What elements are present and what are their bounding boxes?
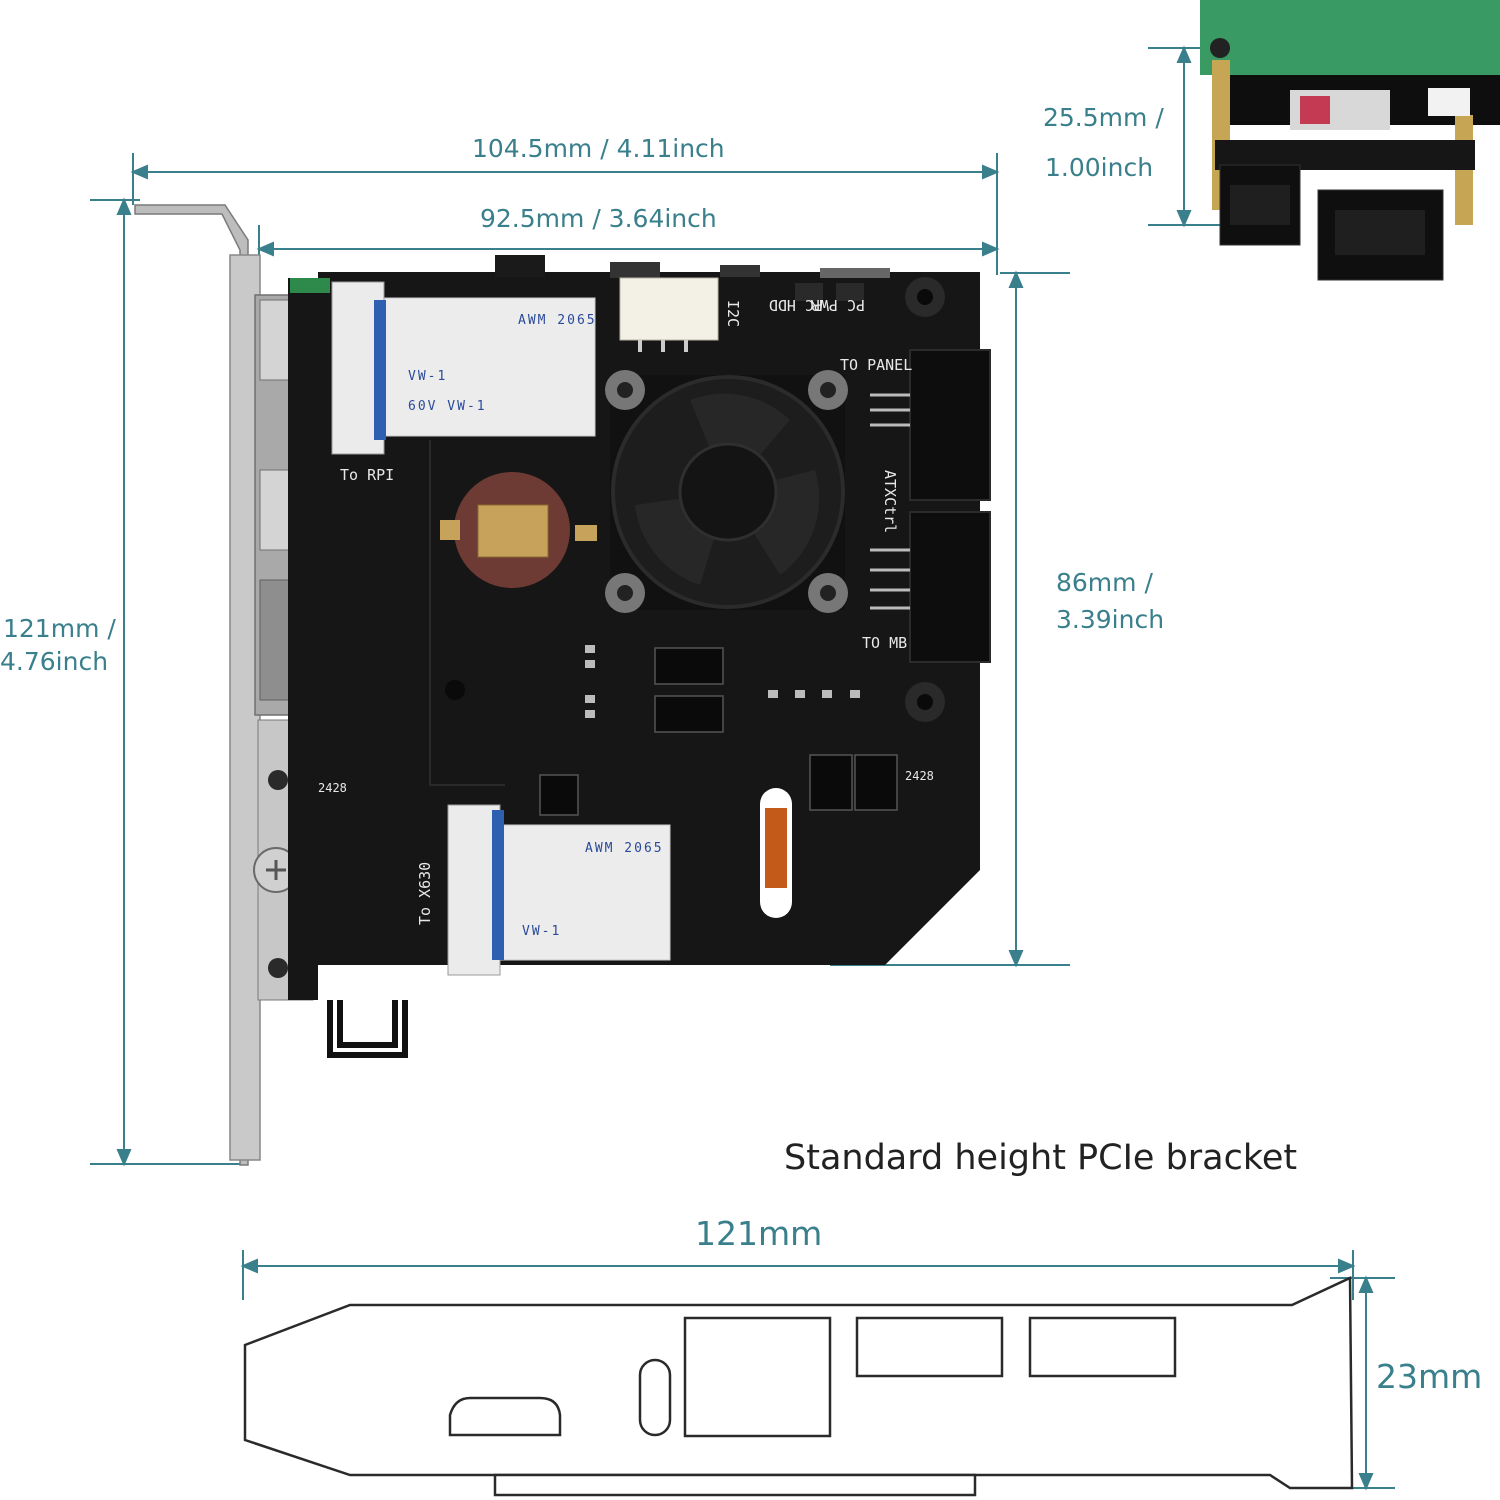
dim-bracket-depth: 23mm (1376, 1357, 1483, 1396)
label-i2c: I2C (724, 300, 742, 327)
label-board-code-2: 2428 (905, 769, 934, 783)
stacked-board-photo (1200, 0, 1500, 281)
ribbon-cable-top (379, 297, 596, 437)
cable-text-1: AWM 2065 (518, 313, 597, 328)
pcie-bracket (134, 204, 314, 1166)
atx-header-icon (870, 349, 991, 663)
dim-board-width: 92.5mm / 3.64inch (480, 204, 717, 233)
dim-bracket-length: 121mm (695, 1214, 823, 1253)
dim-bracket-height-in: 4.76inch (0, 647, 109, 676)
cable-text-3: 60V VW-1 (408, 399, 487, 414)
dim-board-height-mm: 86mm / (1056, 568, 1153, 597)
dim-stack-height-in: 1.00inch (1045, 153, 1154, 182)
pcb-board (288, 255, 991, 1058)
cable-text-5: VW-1 (522, 924, 561, 939)
dimension-lines (90, 45, 1395, 1491)
label-board-code-1: 2428 (318, 781, 347, 795)
dim-bracket-height-mm: 121mm / (3, 614, 116, 643)
ribbon-cable-bottom (499, 824, 671, 961)
label-to-panel: TO PANEL (840, 356, 912, 374)
cooling-fan-icon (605, 370, 848, 613)
chip-icon (539, 647, 898, 816)
label-pc-hdd: PC HDD (769, 296, 823, 314)
caption-bracket: Standard height PCIe bracket (784, 1138, 1298, 1178)
label-atx-ctrl: ATXCtrl (881, 470, 899, 533)
cable-text-2: VW-1 (408, 369, 447, 384)
label-pc-pwr: PC PWR (810, 296, 865, 314)
cable-text-4: AWM 2065 (585, 841, 664, 856)
i2c-connector (619, 277, 719, 341)
label-to-mb: TO MB (862, 634, 907, 652)
label-to-x630: To X630 (416, 862, 434, 925)
dim-stack-height-mm: 25.5mm / (1043, 103, 1164, 132)
coin-battery-icon (440, 472, 597, 588)
label-to-rpi: To RPI (340, 466, 394, 484)
dim-overall-width: 104.5mm / 4.11inch (472, 134, 725, 163)
dim-board-height-in: 3.39inch (1056, 605, 1165, 634)
pcie-bracket-flat (243, 1276, 1354, 1497)
